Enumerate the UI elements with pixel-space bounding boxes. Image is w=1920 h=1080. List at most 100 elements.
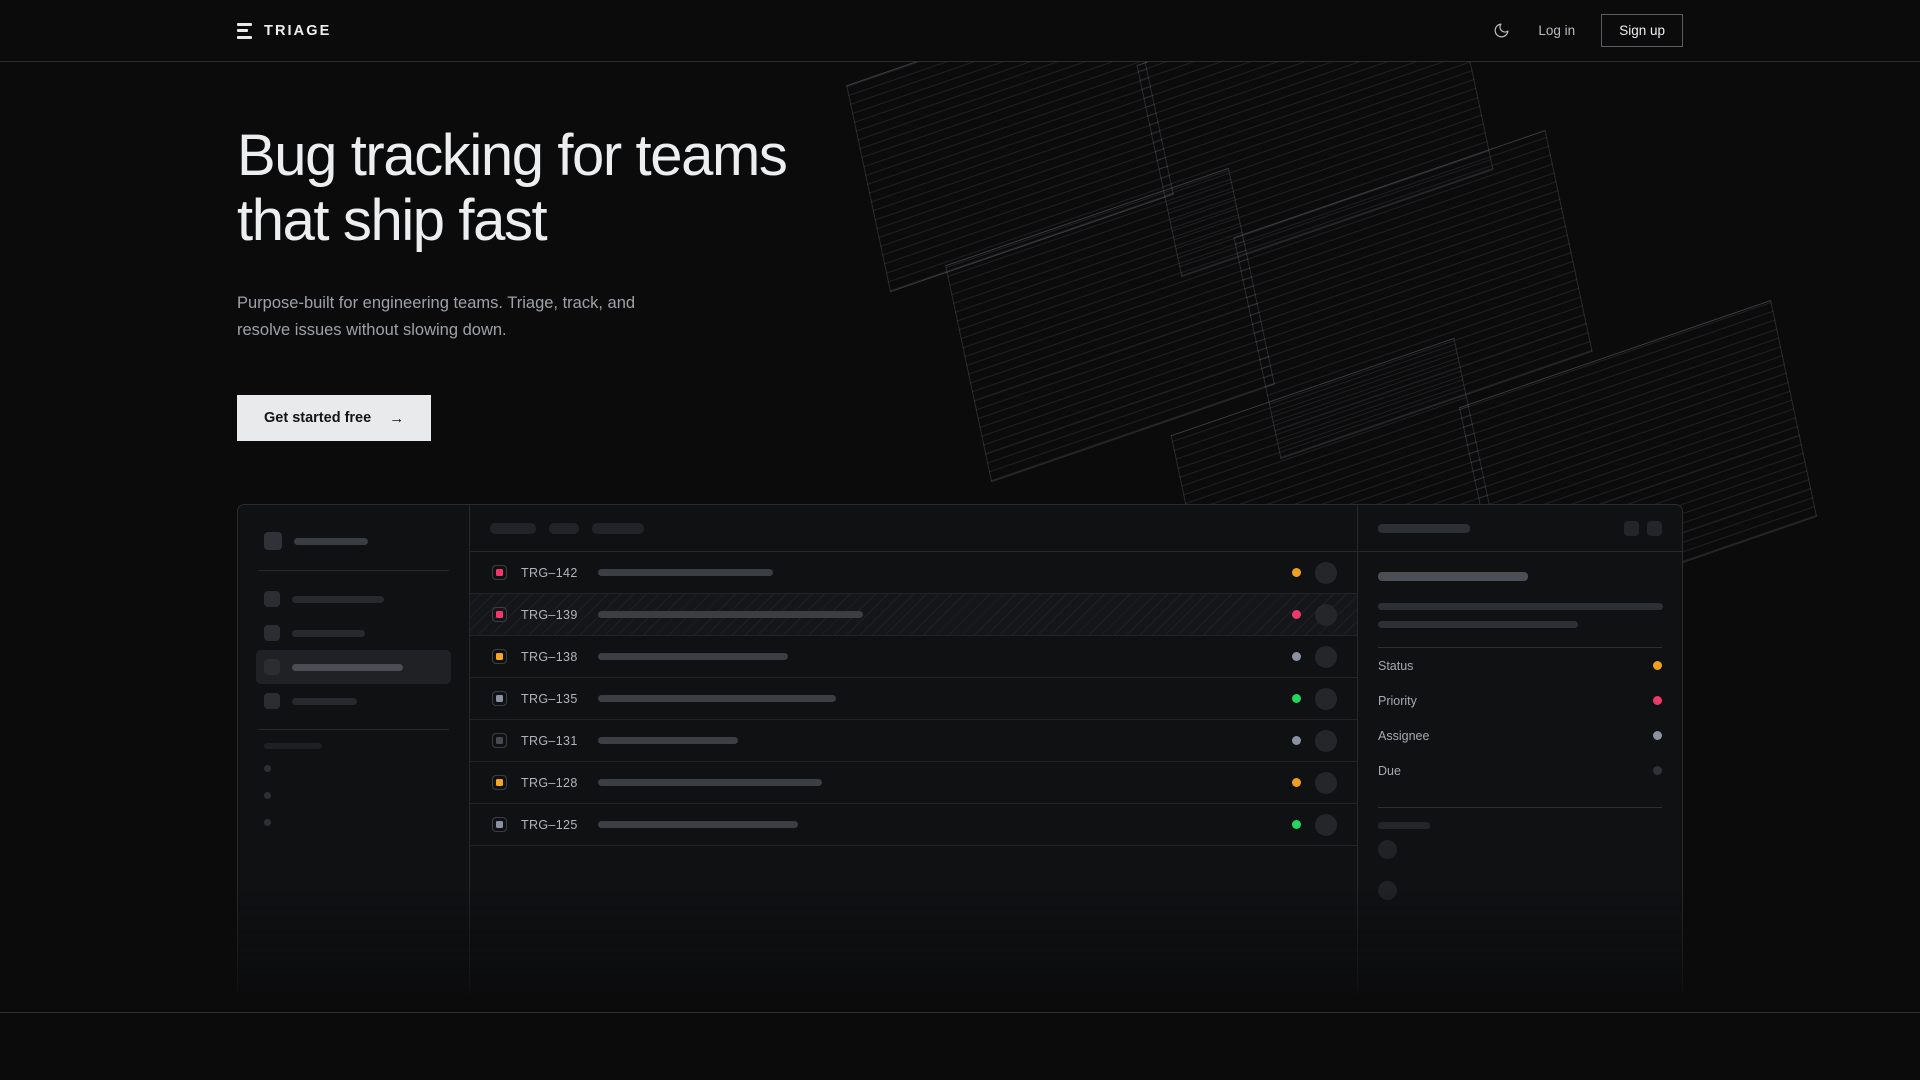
detail-panel-header [1358, 505, 1682, 553]
table-row[interactable]: TRG–131 [470, 720, 1357, 763]
moon-icon[interactable] [1490, 20, 1512, 42]
hero-title: Bug tracking for teams that ship fast [237, 123, 997, 254]
hero-title-line-1: Bug tracking for teams [237, 123, 788, 188]
avatar [1315, 603, 1337, 626]
hero-subtitle-line-2: resolve issues without slowing down. [237, 320, 507, 339]
arrow-right-icon: → [389, 409, 405, 427]
detail-description-placeholder [1378, 603, 1663, 629]
issue-id: TRG–142 [521, 565, 578, 580]
comment-avatar-icon [1378, 840, 1397, 860]
sidebar-nav-item-2[interactable] [256, 616, 451, 650]
sidebar-dot-item-1[interactable] [256, 755, 451, 782]
status-badge [1292, 610, 1301, 620]
sidebar-dot-item-2[interactable] [256, 782, 451, 809]
status-badge [1292, 736, 1301, 746]
detail-meta-label: Due [1378, 763, 1401, 778]
brand-logo[interactable]: TRIAGE [237, 22, 332, 39]
sidebar-item-label-placeholder [292, 595, 384, 603]
table-row[interactable]: TRG–142 [470, 552, 1357, 595]
table-row[interactable]: TRG–138 [470, 636, 1357, 679]
sidebar-item-icon [264, 659, 280, 676]
site-header: TRIAGE Log in Sign up [0, 0, 1920, 62]
detail-description-line [1378, 603, 1663, 611]
issue-title-placeholder [598, 737, 738, 745]
workspace-avatar-icon [264, 532, 282, 551]
filter-chip-2[interactable] [549, 522, 579, 534]
status-badge [1292, 568, 1301, 578]
detail-comment-item [1378, 829, 1662, 870]
avatar [1315, 645, 1337, 668]
issue-id: TRG–139 [521, 607, 578, 622]
detail-meta-row-due[interactable]: Due [1378, 753, 1662, 788]
detail-action-button-1[interactable] [1624, 520, 1639, 536]
avatar [1315, 813, 1337, 836]
filter-chip-3[interactable] [592, 522, 644, 534]
issue-id: TRG–125 [521, 817, 578, 832]
sidebar-dot-icon [264, 765, 271, 773]
get-started-label: Get started free [264, 410, 372, 427]
sidebar-item-label-placeholder [292, 663, 403, 671]
sidebar-secondary-list [256, 755, 451, 836]
sidebar-item-icon [264, 591, 280, 608]
issue-title-placeholder [598, 569, 773, 577]
detail-meta-value-dot [1653, 731, 1662, 741]
detail-divider-bottom [1378, 807, 1662, 809]
sidebar-divider-top [258, 570, 449, 572]
sidebar-dot-item-3[interactable] [256, 809, 451, 836]
table-row[interactable]: TRG–125 [470, 804, 1357, 847]
detail-meta-label: Assignee [1378, 728, 1430, 743]
detail-description-line [1378, 621, 1578, 629]
detail-comment-item [1378, 870, 1662, 911]
detail-meta-value-dot [1653, 766, 1662, 776]
brand-name: TRIAGE [264, 22, 332, 39]
detail-meta-row-assignee[interactable]: Assignee [1378, 718, 1662, 753]
detail-activity-label-placeholder [1378, 822, 1430, 830]
detail-meta-value-dot [1653, 696, 1662, 706]
avatar [1315, 729, 1337, 752]
issue-id: TRG–131 [521, 733, 578, 748]
sidebar-nav-item-1[interactable] [256, 582, 451, 616]
detail-title-placeholder [1378, 572, 1528, 582]
priority-indicator-icon [492, 649, 507, 665]
status-badge [1292, 694, 1301, 704]
get-started-button[interactable]: Get started free → [237, 395, 432, 442]
detail-meta-row-status[interactable]: Status [1378, 648, 1662, 683]
table-row[interactable]: TRG–135 [470, 678, 1357, 721]
hero-subtitle-line-1: Purpose-built for engineering teams. Tri… [237, 293, 636, 312]
issue-id: TRG–138 [521, 649, 578, 664]
detail-divider-top [1378, 647, 1662, 649]
issue-id: TRG–128 [521, 775, 578, 790]
detail-meta-label: Priority [1378, 693, 1417, 708]
hero-title-line-2: that ship fast [237, 187, 548, 253]
sidebar-divider-bottom [258, 729, 449, 731]
detail-action-button-2[interactable] [1647, 520, 1662, 536]
sidebar-dot-icon [264, 819, 271, 827]
filter-chip-1[interactable] [490, 522, 536, 534]
table-row[interactable]: TRG–139 [470, 594, 1357, 637]
table-row[interactable]: TRG–128 [470, 762, 1357, 805]
signup-button[interactable]: Sign up [1601, 14, 1683, 47]
issue-title-placeholder [598, 821, 798, 829]
detail-meta-row-priority[interactable]: Priority [1378, 683, 1662, 718]
comment-avatar-icon [1378, 881, 1397, 901]
hero-subtitle: Purpose-built for engineering teams. Tri… [237, 290, 717, 343]
section-divider [0, 1012, 1920, 1013]
issue-title-placeholder [598, 779, 822, 787]
sidebar-item-label-placeholder [292, 697, 357, 705]
issue-title-placeholder [598, 611, 863, 619]
issue-id: TRG–135 [521, 691, 578, 706]
priority-indicator-icon [492, 691, 507, 707]
avatar [1315, 561, 1337, 584]
workspace-name-placeholder [294, 537, 368, 545]
sidebar-nav-item-3[interactable] [256, 650, 451, 685]
login-link[interactable]: Log in [1538, 23, 1576, 38]
avatar [1315, 687, 1337, 710]
priority-indicator-icon [492, 775, 507, 791]
sidebar-workspace-item[interactable] [256, 523, 451, 559]
sidebar-nav-item-4[interactable] [256, 684, 451, 718]
